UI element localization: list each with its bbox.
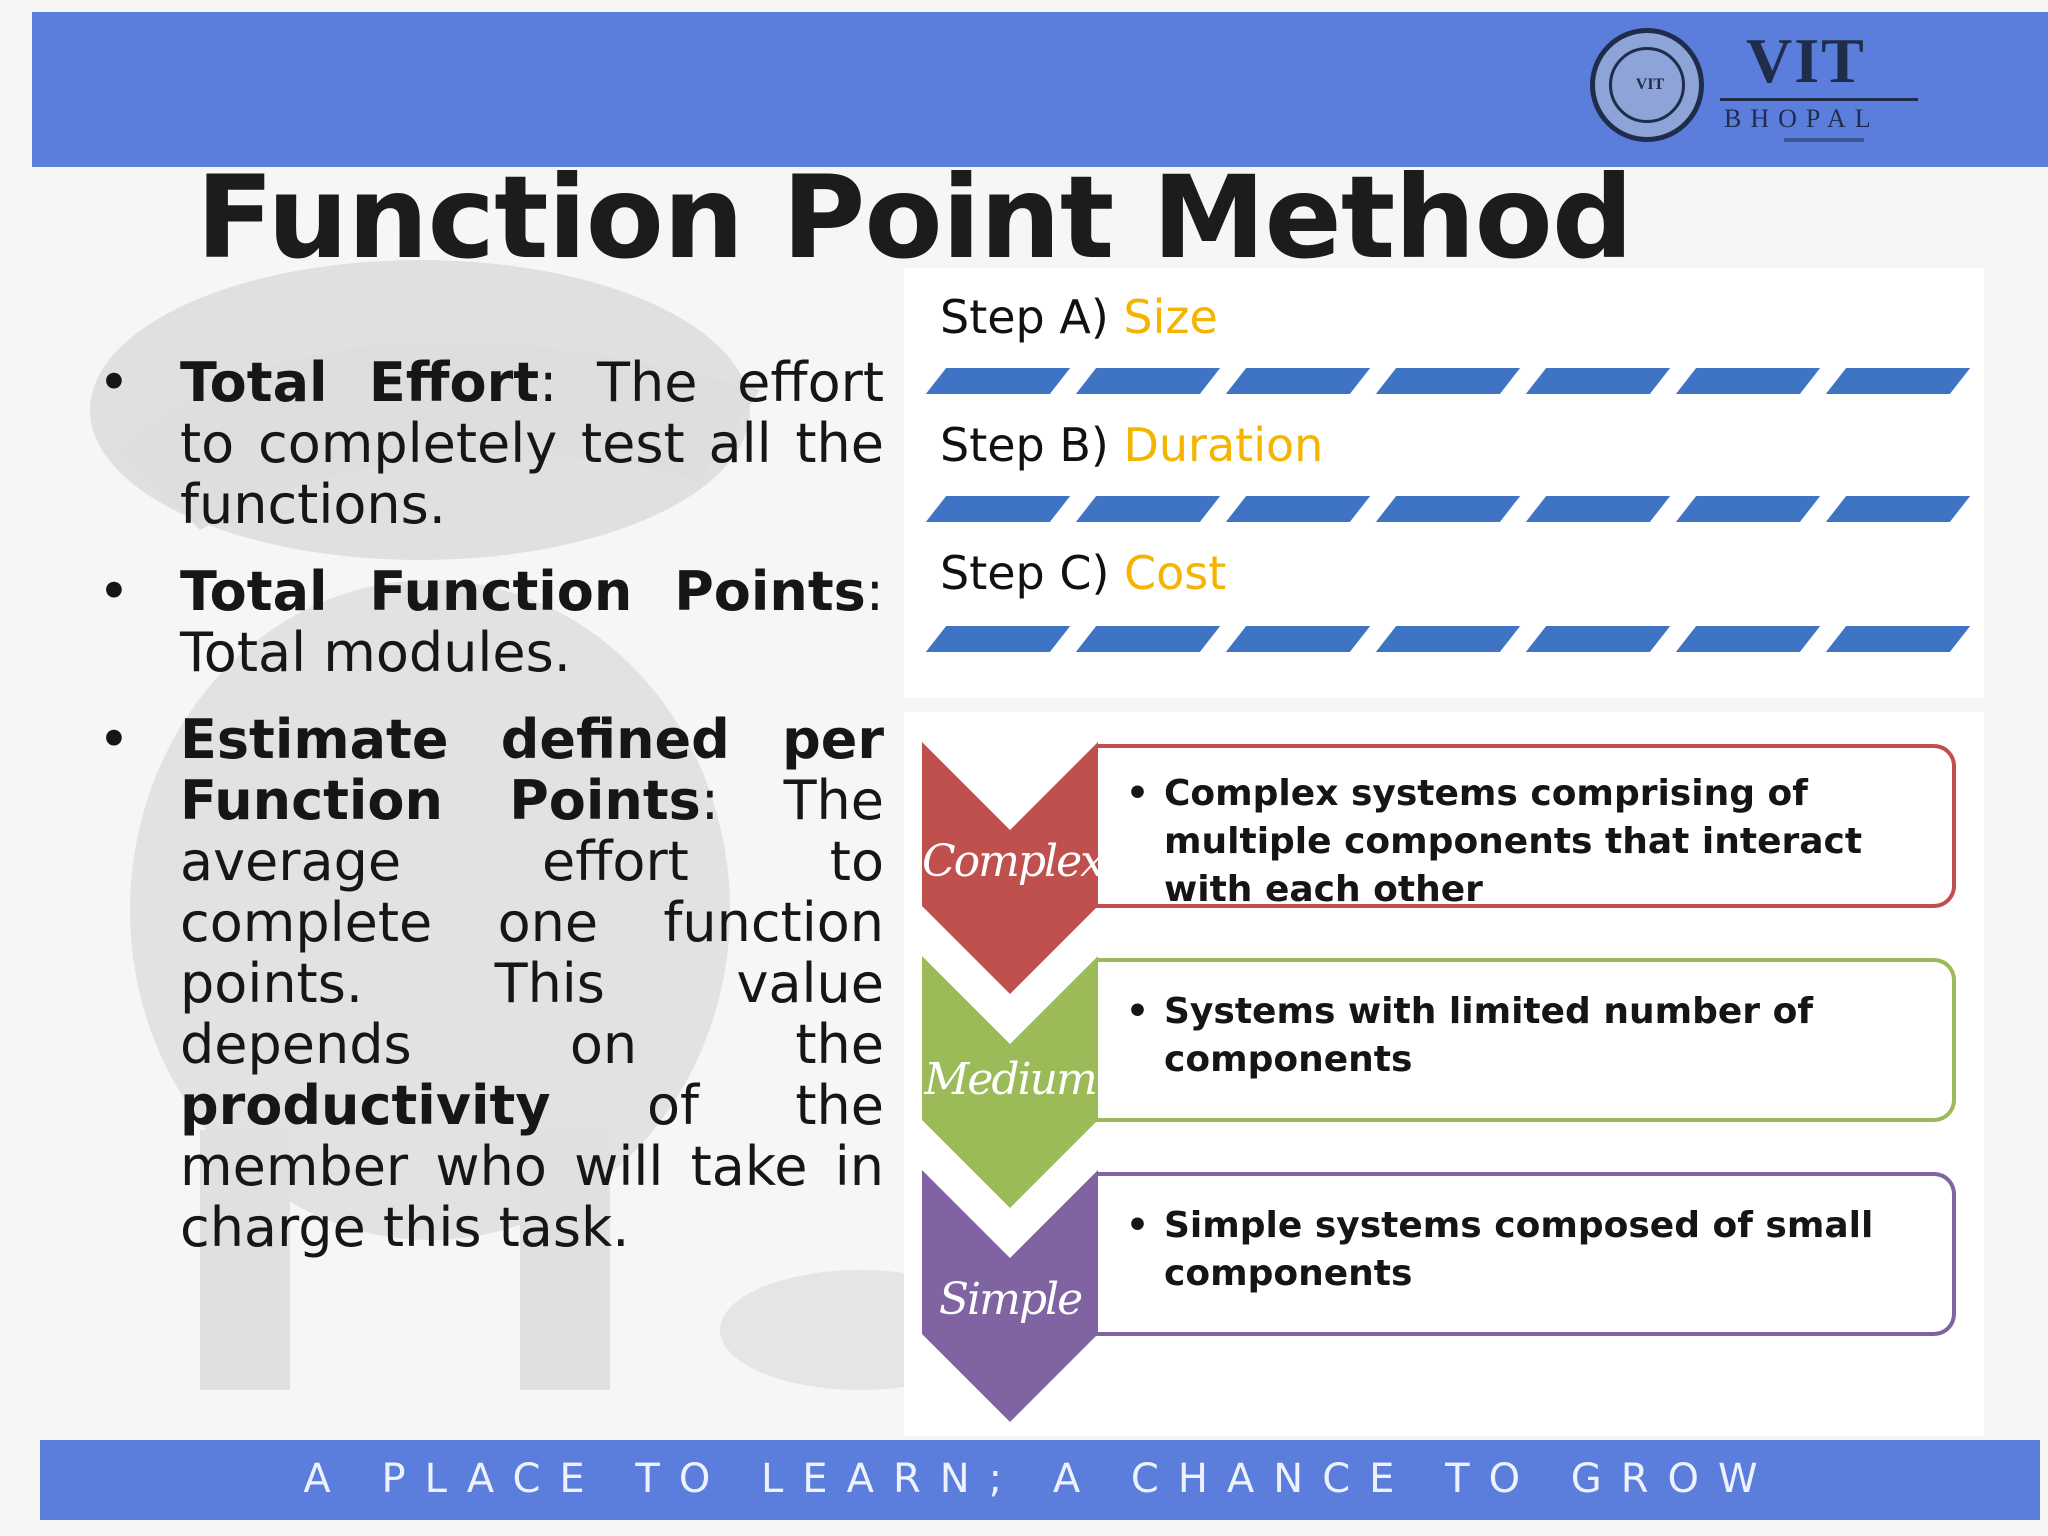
logo-name: VIT [1746, 25, 1866, 96]
bullet-term: Total Effort [180, 351, 540, 414]
bullet-term-inline: productivity [180, 1074, 551, 1137]
step-a-label: Size [1123, 290, 1218, 344]
bullet-text-tail: of the member who will take in charge th… [180, 1074, 884, 1259]
simple-description: Simple systems composed of small compone… [1164, 1205, 1874, 1294]
bullet-icon: • [98, 560, 130, 623]
complex-description: Complex systems comprising of multiple c… [1164, 773, 1863, 910]
dash-divider [922, 626, 1972, 654]
logo-divider [1720, 98, 1918, 101]
page-title: Function Point Method [196, 151, 1633, 284]
logo-city: BHOPAL [1724, 104, 1880, 133]
medium-description-box: • Systems with limited number of componen… [1096, 958, 1956, 1122]
medium-chevron: Medium [922, 956, 1098, 1208]
step-c-label: Cost [1124, 546, 1227, 600]
bullet-icon: • [1126, 1205, 1150, 1246]
simple-label: Simple [938, 1274, 1083, 1325]
step-c: Step C) Cost [940, 546, 1227, 600]
list-item: • Simple systems composed of small compon… [1126, 1202, 1952, 1298]
bullet-icon: • [98, 351, 130, 414]
simple-description-box: • Simple systems composed of small compon… [1096, 1172, 1956, 1336]
step-a: Step A) Size [940, 290, 1218, 344]
complexity-levels-panel: • Complex systems comprising of multiple … [904, 712, 1984, 1436]
university-seal-icon: VIT [1590, 28, 1704, 142]
complex-label: Complex [922, 836, 1105, 887]
vit-bhopal-logo: VIT VIT BHOPAL [1588, 22, 1928, 152]
bullet-list: • Total Effort: The effort to completely… [96, 352, 884, 1284]
bullet-icon: • [1126, 773, 1150, 814]
tagline: A PLACE TO LEARN; A CHANCE TO GROW [303, 1456, 1777, 1502]
dash-divider [922, 368, 1972, 396]
bullet-item: • Total Function Points: Total modules. [96, 561, 884, 683]
logo-url-line [1784, 138, 1864, 142]
step-b-label: Duration [1123, 418, 1324, 472]
bullet-item: • Estimate defined per Function Points: … [96, 709, 884, 1258]
dash-divider [922, 496, 1972, 524]
list-item: • Complex systems comprising of multiple … [1126, 770, 1952, 914]
simple-chevron: Simple [922, 1170, 1098, 1422]
bullet-term: Total Function Points [180, 560, 866, 623]
bullet-icon: • [1126, 991, 1150, 1032]
header-band [32, 12, 2048, 167]
medium-description: Systems with limited number of component… [1164, 991, 1813, 1080]
step-b: Step B) Duration [940, 418, 1324, 472]
bullet-text: : The average effort to complete one fun… [180, 769, 885, 1076]
bullet-text: : Total modules. [180, 560, 884, 684]
steps-panel: Step A) Size Step B) Duration Step C) Co… [904, 268, 1984, 698]
medium-label: Medium [924, 1054, 1097, 1105]
footer-band: A PLACE TO LEARN; A CHANCE TO GROW [40, 1440, 2040, 1520]
bullet-text: : The effort to completely test all the … [180, 351, 885, 536]
list-item: • Systems with limited number of componen… [1126, 988, 1952, 1084]
seal-text: VIT [1635, 76, 1665, 93]
bullet-term: Estimate defined per Function Points [180, 708, 884, 832]
complex-description-box: • Complex systems comprising of multiple … [1096, 744, 1956, 910]
watermark-image [90, 260, 1000, 1390]
complex-chevron: Complex [922, 742, 1105, 994]
bullet-item: • Total Effort: The effort to completely… [96, 352, 884, 535]
bullet-icon: • [98, 708, 130, 771]
